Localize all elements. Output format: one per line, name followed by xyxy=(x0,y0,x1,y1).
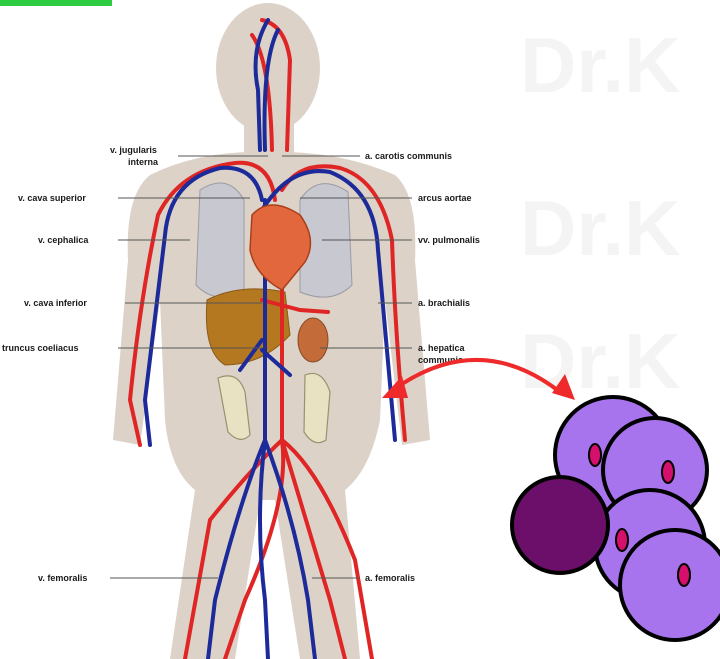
label-v-jugularis-interna: interna xyxy=(128,157,159,167)
label-truncus-coeliacus: truncus coeliacus xyxy=(2,343,79,353)
cell-dark xyxy=(512,477,608,573)
green-accent-bar xyxy=(0,0,112,6)
label-arcus-aortae: arcus aortae xyxy=(418,193,472,203)
label-v-jugularis: v. jugularis xyxy=(110,145,157,155)
kidney xyxy=(298,318,328,362)
cell-cluster xyxy=(512,397,720,640)
watermark: Dr.K xyxy=(520,21,680,109)
watermark: Dr.K xyxy=(520,184,680,272)
label-a-femoralis: a. femoralis xyxy=(365,573,415,583)
watermark: Dr.K xyxy=(520,317,680,405)
label-v-cava-inferior: v. cava inferior xyxy=(24,298,87,308)
cell xyxy=(620,530,720,640)
label-a-brachialis: a. brachialis xyxy=(418,298,470,308)
label-v-femoralis: v. femoralis xyxy=(38,573,87,583)
label-a-carotis-communis: a. carotis communis xyxy=(365,151,452,161)
label-a-hepatica: a. hepatica xyxy=(418,343,466,353)
label-v-cephalica: v. cephalica xyxy=(38,235,89,245)
label-vv-pulmonalis: vv. pulmonalis xyxy=(418,235,480,245)
label-v-cava-superior: v. cava superior xyxy=(18,193,86,203)
